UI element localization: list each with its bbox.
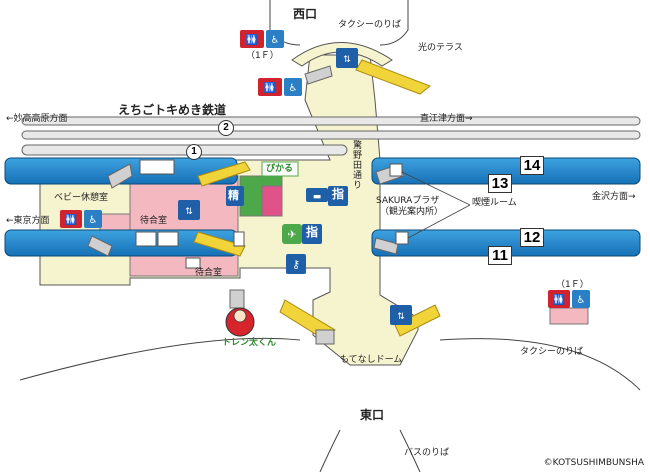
svg-text:⚷: ⚷ xyxy=(292,258,300,271)
hikari-terrace-label: 光のテラス xyxy=(418,43,463,53)
svg-text:⇅: ⇅ xyxy=(397,312,405,322)
platforms xyxy=(4,157,641,257)
svg-text:♿: ♿ xyxy=(289,83,298,94)
svg-text:✈: ✈ xyxy=(287,228,296,241)
baby-room-label: ベビー休憩室 xyxy=(54,193,109,203)
svg-text:⇅: ⇅ xyxy=(343,55,351,65)
svg-text:♿: ♿ xyxy=(577,295,586,306)
sakura-plaza-label: SAKURAプラザ xyxy=(376,196,440,206)
west-gate-arch xyxy=(291,42,393,67)
reserved-ticket-sign-1: 指 xyxy=(332,187,345,201)
fare-adjustment-sign: 精 xyxy=(228,189,239,202)
passage-label: 驚野田通り xyxy=(351,140,361,190)
svg-text:♿: ♿ xyxy=(271,35,280,46)
platform-13-number: 13 xyxy=(488,174,512,193)
motenashi-dome-label: もてなしドーム xyxy=(340,355,403,365)
reserved-ticket-sign-2: 指 xyxy=(306,225,319,239)
svg-text:▬: ▬ xyxy=(313,192,322,202)
west-taxi-label: タクシーのりば xyxy=(338,20,402,30)
tokimeki-tracks xyxy=(21,116,641,156)
west-exit-label: 西口 xyxy=(293,7,318,21)
copyright-text: ©KOTSUSHIMBUNSHA xyxy=(543,458,644,468)
east-pink-kiosk xyxy=(549,307,589,325)
platform-12-number: 12 xyxy=(520,228,544,247)
east-taxi-label: タクシーのりば xyxy=(520,347,584,357)
direction-tokyo: ←東京方面 xyxy=(6,216,50,226)
platform-14-number: 14 xyxy=(520,156,544,175)
elevator-icons: ⇅ ⇅ ⇅ xyxy=(178,48,412,325)
floor-1f-label-west: （1Ｆ） xyxy=(246,51,279,61)
svg-text:⇅: ⇅ xyxy=(185,207,193,217)
waiting-room-label: 待合室 xyxy=(140,216,168,226)
shop-sign-label: ぴかる xyxy=(266,164,294,174)
mascot-figure xyxy=(225,307,255,337)
bus-label: バスのりば xyxy=(404,448,450,458)
smoking-leaders xyxy=(401,171,471,239)
svg-text:🚻: 🚻 xyxy=(65,213,77,226)
direction-kanazawa: 金沢方面→ xyxy=(592,192,636,202)
svg-text:♿: ♿ xyxy=(89,215,98,226)
platform-2-number: 2 xyxy=(218,120,234,136)
svg-text:🚻: 🚻 xyxy=(246,33,258,46)
mascot-label: トレン太くん xyxy=(222,338,277,348)
direction-naoetsu: 直江津方面→ xyxy=(420,114,473,124)
tokimeki-line-label: えちごトキめき鉄道 xyxy=(118,103,227,117)
floor-1f-label-east: （1Ｆ） xyxy=(556,280,589,290)
tourist-info-label: （観光案内所） xyxy=(380,207,444,217)
waiting-hall xyxy=(129,175,239,277)
waiting-room-label-2: 待合室 xyxy=(195,268,223,278)
east-exit-label: 東口 xyxy=(360,408,385,422)
service-signs: ⚷ ✈ ▬ xyxy=(226,186,348,274)
platform-11-number: 11 xyxy=(488,246,512,265)
restroom-icons: 🚻 ♿ 🚻 ♿ 🚻 ♿ 🚻 ♿ xyxy=(60,30,590,308)
svg-text:🚻: 🚻 xyxy=(264,81,276,94)
smoking-room-label: 喫煙ルーム xyxy=(472,198,517,208)
shop-pink-block xyxy=(261,185,283,217)
shop-sign-bg xyxy=(261,161,299,177)
direction-myoko: ←妙高高原方面 xyxy=(6,114,68,124)
svg-text:🚻: 🚻 xyxy=(553,293,565,306)
platform-1-number: 1 xyxy=(186,144,202,160)
